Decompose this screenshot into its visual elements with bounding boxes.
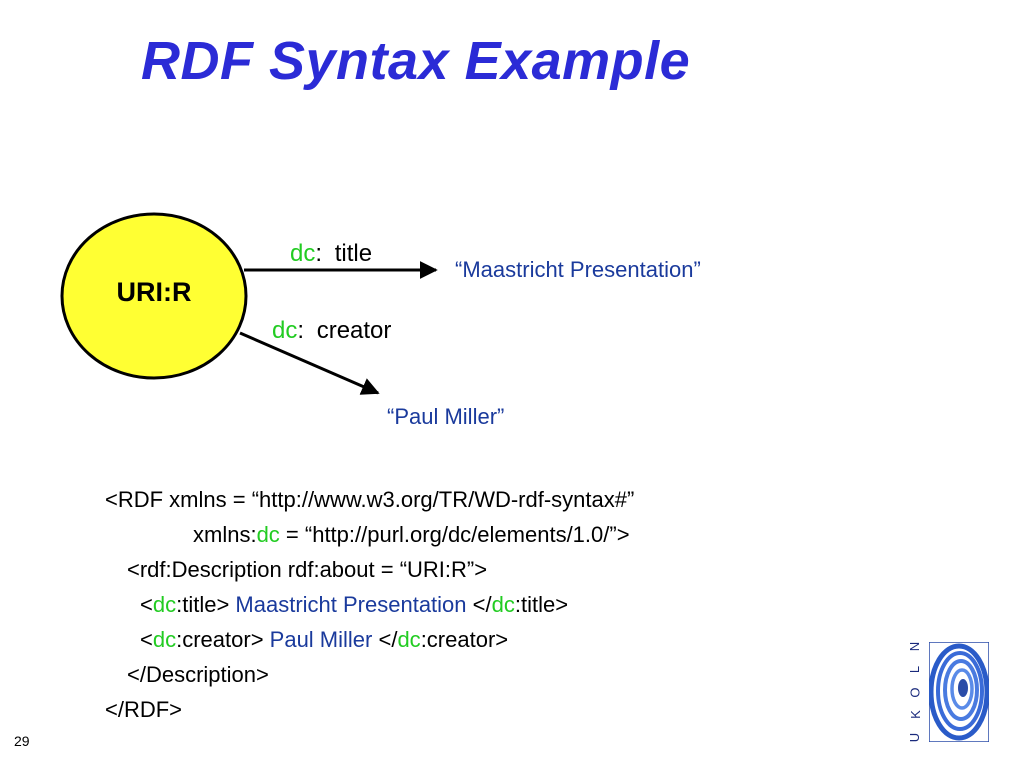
resource-node-label: URI:R — [116, 277, 192, 307]
ukoln-logo: U K O L N — [905, 640, 989, 744]
code-line-description-close: </Description> — [127, 662, 269, 687]
edge-separator: : — [315, 240, 323, 267]
code-prefix: dc — [397, 627, 421, 652]
logo-letter: N — [907, 641, 923, 652]
edge-label-title: dc: title — [290, 240, 372, 268]
code-line-rdf-close: </RDF> — [105, 697, 183, 722]
literal-creator: “Paul Miller” — [387, 404, 504, 430]
literal-close-quote: ” — [693, 257, 701, 282]
literal-open-quote: “ — [455, 257, 463, 282]
edge-creator-arrow — [239, 331, 380, 395]
code-value: Maastricht Presentation — [229, 592, 473, 617]
code-value: Paul Miller — [263, 627, 379, 652]
code-text: :creator> — [176, 627, 264, 652]
ukoln-swirl-logo-icon — [929, 642, 989, 742]
literal-close-quote: ” — [497, 404, 505, 429]
logo-letter: U — [907, 732, 923, 743]
edge-label-creator: dc: creator — [272, 317, 391, 345]
code-text: </ — [378, 627, 398, 652]
code-prefix: dc — [256, 522, 280, 547]
code-prefix: dc — [491, 592, 515, 617]
literal-open-quote: “ — [387, 404, 395, 429]
rdf-graph-diagram — [60, 212, 438, 395]
edge-prefix: dc — [272, 317, 298, 344]
code-text: < — [140, 592, 153, 617]
rdf-xml-code: <RDF xmlns = “http://www.w3.org/TR/WD-rd… — [105, 482, 634, 727]
logo-letter: K — [907, 710, 923, 720]
literal-value: Paul Miller — [394, 404, 498, 429]
edge-prefix: dc — [290, 240, 316, 267]
edge-property: title — [328, 240, 373, 267]
edge-separator: : — [297, 317, 305, 344]
code-text: :creator> — [420, 627, 509, 652]
code-prefix: dc — [152, 592, 177, 617]
code-text: </ — [472, 592, 492, 617]
literal-value: Maastricht Presentation — [462, 257, 694, 282]
literal-title: “Maastricht Presentation” — [455, 257, 701, 283]
code-line-dc-creator: <dc:creator> Paul Miller </dc:creator> — [105, 622, 634, 657]
logo-letter: L — [907, 665, 923, 673]
logo-letter: O — [907, 686, 923, 698]
code-text: :title> — [176, 592, 230, 617]
code-line-rdf-open: <RDF xmlns = “http://www.w3.org/TR/WD-rd… — [105, 487, 635, 512]
code-line-description-open: <rdf:Description rdf:about = “URI:R”> — [127, 557, 488, 582]
code-prefix: dc — [152, 627, 177, 652]
code-text: :title> — [514, 592, 569, 617]
slide-title: RDF Syntax Example — [141, 31, 691, 91]
logo-letters: U K O L N — [905, 640, 925, 744]
code-line-dc-title: <dc:title> Maastricht Presentation </dc:… — [105, 587, 634, 622]
page-number: 29 — [14, 733, 30, 749]
code-line-xmlns-dc: xmlns:dc = “http://purl.org/dc/elements/… — [105, 517, 634, 552]
code-text: < — [140, 627, 153, 652]
code-text: xmlns: — [193, 522, 257, 547]
edge-property: creator — [310, 317, 392, 344]
code-text: = “http://purl.org/dc/elements/1.0/”> — [279, 522, 630, 547]
resource-node — [60, 212, 248, 380]
